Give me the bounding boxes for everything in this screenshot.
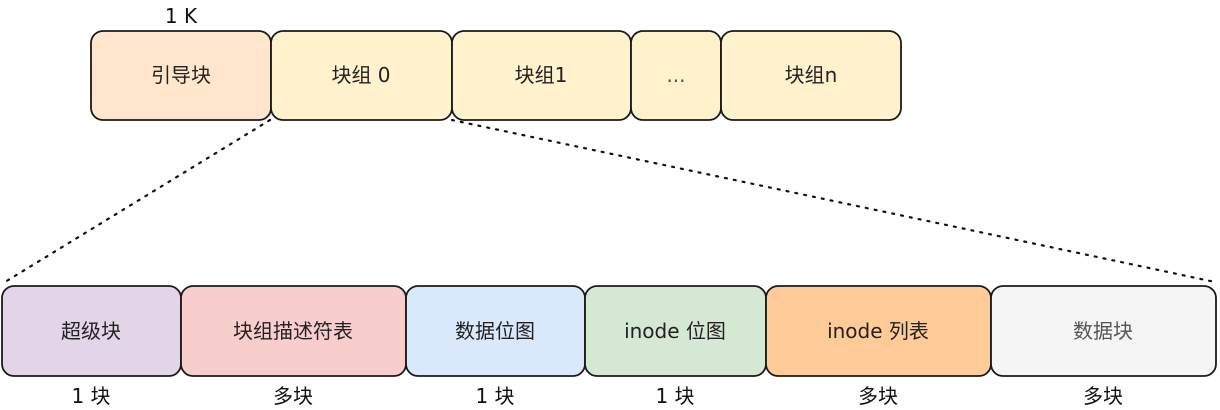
bottom-block-superblock: 超级块 1 块 (1, 285, 182, 408)
bottom-block-inode-list-label: inode 列表 (827, 319, 929, 343)
top-block-ellipsis: ... (630, 30, 722, 121)
top-block-ellipsis-label: ... (666, 63, 685, 87)
bottom-block-data-blocks-box (990, 285, 1217, 377)
bottom-block-group-descriptor-label: 块组描述符表 (233, 319, 353, 343)
bottom-block-data-blocks: 数据块 多块 (990, 285, 1217, 408)
top-block-group-0: 块组 0 (270, 30, 453, 121)
bottom-block-superblock-count: 1 块 (71, 384, 110, 408)
size-label: 1 K (165, 4, 198, 28)
bottom-block-data-bitmap-label: 数据位图 (455, 319, 535, 343)
bottom-block-data-blocks-count: 多块 (1083, 384, 1123, 408)
top-block-group-n: 块组n (720, 30, 902, 121)
top-block-group-1-label: 块组1 (515, 63, 568, 87)
bottom-block-group-descriptor: 块组描述符表 多块 (180, 285, 407, 408)
bottom-block-data-blocks-label: 数据块 (1073, 319, 1133, 343)
expand-line-left (3, 118, 272, 284)
top-block-boot-label: 引导块 (151, 63, 211, 87)
top-block-group-n-label: 块组n (785, 63, 838, 87)
bottom-block-group-descriptor-count: 多块 (273, 384, 313, 408)
top-block-group-1: 块组1 (451, 30, 632, 121)
bottom-block-superblock-label: 超级块 (61, 319, 121, 343)
top-block-boot: 引导块 (90, 30, 272, 121)
bottom-block-data-bitmap-count: 1 块 (475, 384, 514, 408)
top-block-group-n-box (720, 30, 902, 121)
bottom-block-data-bitmap: 数据位图 1 块 (405, 285, 586, 408)
top-block-group-0-label: 块组 0 (331, 63, 390, 87)
bottom-block-inode-bitmap: inode 位图 1 块 (584, 285, 767, 408)
bottom-block-inode-bitmap-count: 1 块 (655, 384, 694, 408)
bottom-block-inode-bitmap-label: inode 位图 (624, 319, 726, 343)
bottom-block-inode-list: inode 列表 多块 (765, 285, 992, 408)
expand-line-right (450, 118, 1217, 284)
bottom-block-inode-list-count: 多块 (858, 384, 898, 408)
